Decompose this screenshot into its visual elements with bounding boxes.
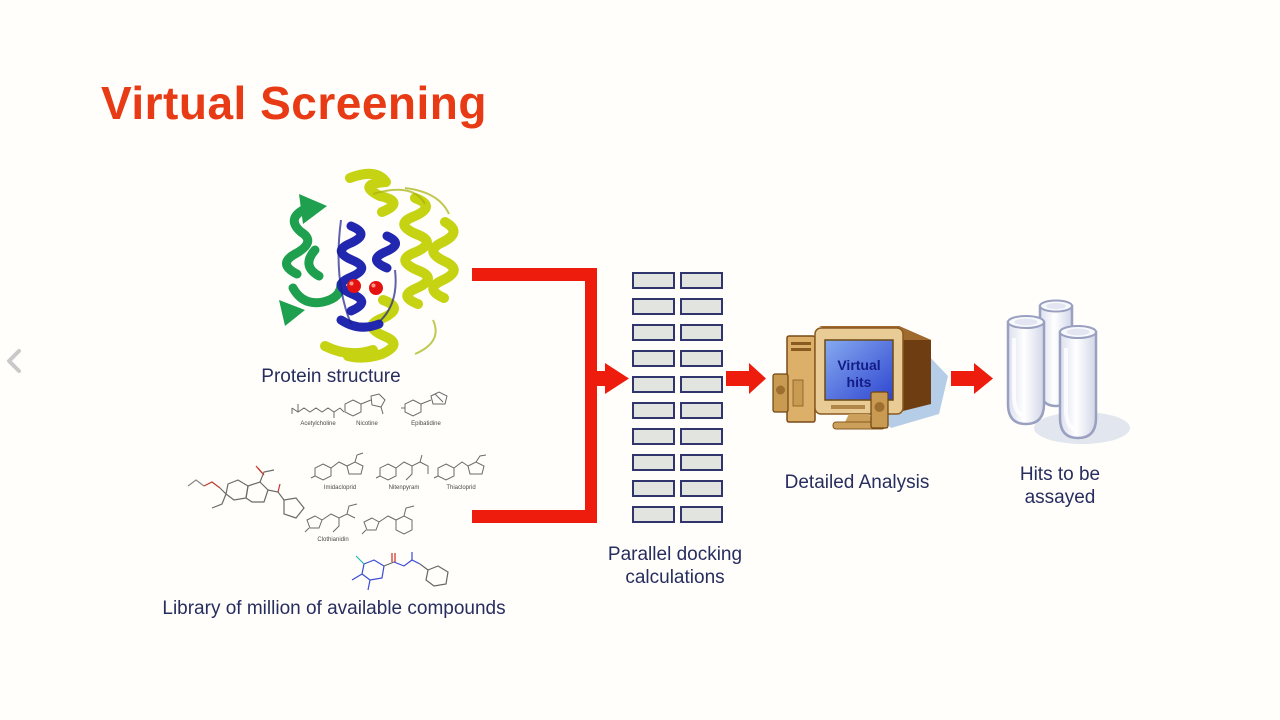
screen-text-line1: Virtual	[837, 357, 880, 373]
compound-label: Thiacloprid	[446, 485, 476, 491]
docking-cell	[632, 402, 675, 419]
hits-label: Hits to be assayed	[1019, 464, 1101, 508]
compound-label: Epibatidine	[411, 421, 441, 427]
merge-bracket-connector	[472, 268, 597, 523]
compound-label: Nicotine	[356, 421, 378, 427]
compound-nicotine: Nicotine	[342, 392, 392, 427]
protein-structure-label: Protein structure	[261, 366, 401, 387]
compound-label: Clothianidin	[317, 537, 349, 543]
docking-cell	[632, 506, 675, 523]
docking-cell	[632, 272, 675, 289]
docking-cell	[680, 350, 723, 367]
test-tube	[1058, 325, 1098, 440]
computer-image: Virtual hits	[772, 326, 948, 430]
test-tube	[1006, 315, 1046, 426]
compound-label: Nitenpyram	[388, 485, 420, 491]
docking-cell	[632, 454, 675, 471]
docking-cell	[632, 480, 675, 497]
prev-chevron-icon[interactable]	[4, 348, 24, 374]
compound-clothianidin: Clothianidin	[302, 502, 364, 543]
docking-cell	[680, 454, 723, 471]
docking-cell	[680, 298, 723, 315]
protein-structure-image	[279, 168, 459, 363]
docking-label: Parallel docking calculations	[607, 544, 743, 588]
docking-cell	[680, 506, 723, 523]
docking-cell	[632, 298, 675, 315]
compound-sketch-large-left	[187, 465, 305, 519]
computer-screen	[824, 339, 894, 401]
compound-sketch-colored	[351, 552, 449, 591]
docking-cell	[680, 402, 723, 419]
arrow-grid-to-analysis-icon	[726, 363, 766, 394]
compound-epibatidine: Epibatidine	[398, 390, 454, 427]
docking-cell	[680, 272, 723, 289]
compound-label: Imidacloprid	[323, 485, 357, 491]
detailed-analysis-label: Detailed Analysis	[784, 472, 930, 493]
docking-cell	[632, 324, 675, 341]
ligand-atoms	[347, 279, 383, 295]
docking-cell	[632, 376, 675, 393]
docking-cell	[632, 350, 675, 367]
screen-text-line2: hits	[847, 374, 872, 390]
compound-nitenpyram: Nitenpyram	[374, 452, 434, 491]
library-label: Library of million of available compound…	[162, 598, 506, 619]
compound-label: Acetylcholine	[300, 421, 336, 427]
compound-imidacloprid: Imidacloprid	[308, 452, 372, 491]
docking-cell	[680, 428, 723, 445]
docking-cell	[680, 376, 723, 393]
compound-thiacloprid: Thiacloprid	[432, 452, 490, 491]
test-tubes-image	[1006, 299, 1130, 444]
page-title: Virtual Screening	[101, 77, 488, 129]
docking-cell	[632, 428, 675, 445]
compound-sketch-unlabeled	[361, 505, 415, 535]
docking-cell	[680, 324, 723, 341]
arrow-analysis-to-assay-icon	[951, 363, 993, 394]
arrow-into-grid-icon	[597, 363, 629, 394]
docking-cell	[680, 480, 723, 497]
compound-acetylcholine: Acetylcholine	[286, 398, 350, 427]
docking-grid	[632, 272, 723, 523]
